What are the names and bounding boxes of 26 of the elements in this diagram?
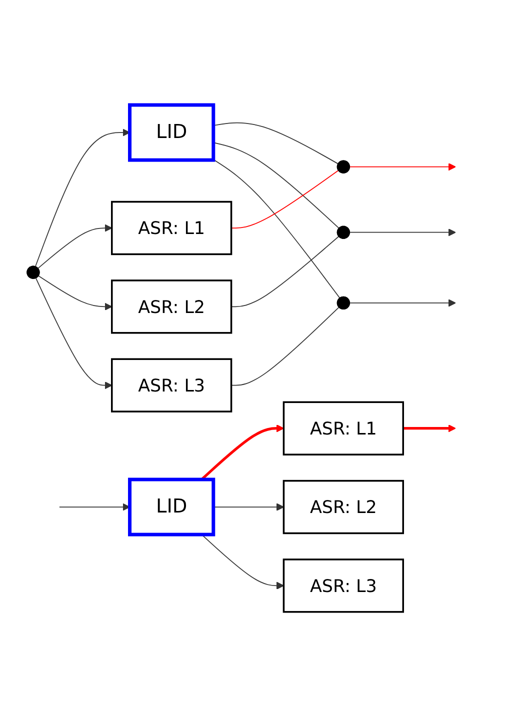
node-box: LID — [128, 103, 216, 162]
arrow — [349, 163, 456, 171]
node-box: ASR: L2 — [111, 280, 232, 334]
connector — [212, 159, 340, 299]
arrow — [35, 278, 112, 390]
arrow — [200, 424, 284, 480]
arrow — [403, 424, 456, 432]
arrow — [212, 503, 284, 511]
node-box: ASR: L3 — [111, 358, 232, 412]
arrow — [37, 224, 112, 269]
node-box: ASR: L3 — [282, 558, 404, 613]
connector — [230, 306, 340, 386]
node-box: ASR: L1 — [111, 200, 232, 256]
arrow — [34, 128, 130, 268]
connector — [230, 236, 340, 308]
arrow — [59, 503, 130, 511]
arrow — [349, 228, 456, 236]
arrow — [201, 534, 284, 590]
arrow — [349, 299, 456, 307]
node-box: LID — [128, 478, 216, 536]
connector — [212, 122, 339, 164]
arrow — [38, 275, 112, 311]
connector — [212, 142, 340, 229]
connector — [230, 170, 339, 228]
node-box: ASR: L2 — [282, 480, 404, 534]
node-box: ASR: L1 — [282, 401, 404, 456]
